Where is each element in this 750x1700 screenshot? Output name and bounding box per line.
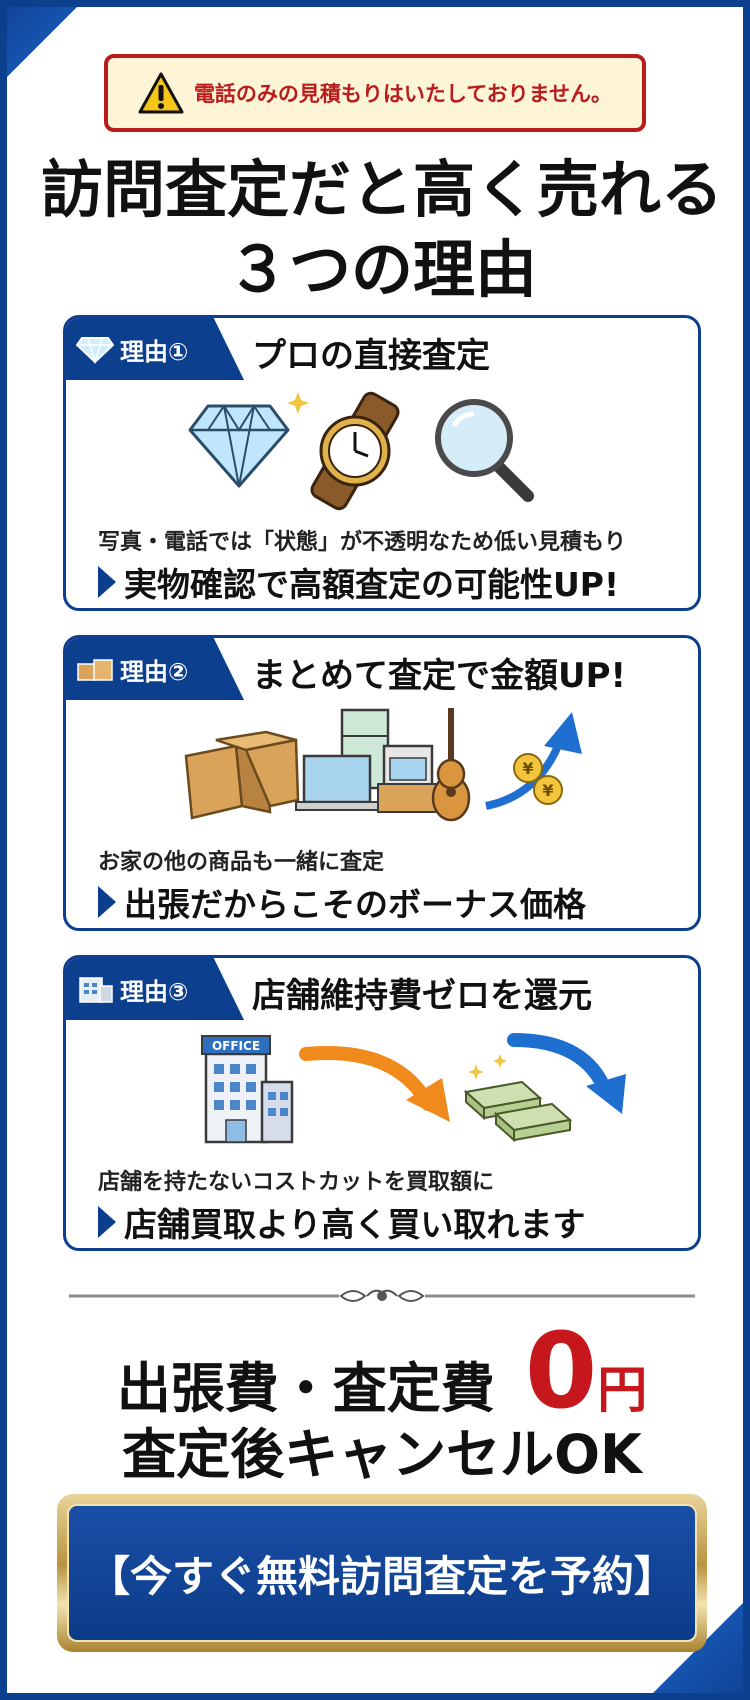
warning-text: 電話のみの見積もりはいたしておりません。 xyxy=(193,82,613,106)
triangle-bullet-icon xyxy=(98,566,116,598)
reason-subtext: 写真・電話では「状態」が不透明なため低い見積もり xyxy=(98,530,627,555)
diamond-icon xyxy=(188,392,309,488)
guitar-icon xyxy=(431,708,471,822)
cta-frame: 【今すぐ無料訪問査定を予約】 xyxy=(57,1494,707,1652)
triangle-bullet-icon xyxy=(98,886,116,918)
rising-yen-coins-icon: ¥ ¥ xyxy=(485,712,582,810)
reason-tab-3: 理由③ xyxy=(66,958,244,1020)
reason-main: 出張だからこそのボーナス価格 xyxy=(98,878,586,926)
svg-text:¥: ¥ xyxy=(542,781,553,800)
reason-tab-label: 理由③ xyxy=(120,977,189,1006)
book-free-appraisal-button[interactable]: 【今すぐ無料訪問査定を予約】 xyxy=(67,1504,697,1642)
office-sign-text: OFFICE xyxy=(212,1039,260,1053)
cash-bundles-icon xyxy=(463,1054,573,1143)
warning-triangle-icon xyxy=(138,72,184,114)
reason-tab-label: 理由② xyxy=(120,657,189,686)
cardboard-boxes-icon xyxy=(184,730,300,820)
magnifying-glass-icon xyxy=(435,399,534,502)
reason-illustration: ¥ ¥ xyxy=(184,708,582,822)
cancel-ok-text: 査定後キャンセルOK xyxy=(122,1423,642,1486)
reason-main: 店舗買取より高く買い取れます xyxy=(98,1198,585,1246)
headline-line-1: 訪問査定だと高く売れる xyxy=(40,153,723,226)
reason-main-text: 出張だからこそのボーナス価格 xyxy=(124,885,586,924)
reason-tab-1: 理由① xyxy=(66,318,244,380)
reason-card-2: 理由② まとめて査定で金額UP! xyxy=(63,635,701,931)
reason-tab-2: 理由② xyxy=(66,638,244,700)
svg-text:¥: ¥ xyxy=(522,759,533,778)
reason-subtext: 店舗を持たないコストカットを買取額に xyxy=(98,1170,495,1195)
headline: 訪問査定だと高く売れる ３つの理由 xyxy=(7,150,743,310)
triangle-bullet-icon xyxy=(98,1206,116,1238)
headline-line-2: ３つの理由 xyxy=(226,233,537,306)
office-building-icon: OFFICE xyxy=(201,1035,294,1144)
reason-tab-label: 理由① xyxy=(120,337,189,366)
wristwatch-icon xyxy=(310,391,400,511)
reason-main: 実物確認で高額査定の可能性UP! xyxy=(98,558,619,606)
reason-main-text: 店舗買取より高く買い取れます xyxy=(124,1205,586,1244)
reason-subtext: お家の他の商品も一緒に査定 xyxy=(98,850,385,875)
box-icon xyxy=(77,659,113,681)
reason-title: プロの直接査定 xyxy=(252,336,490,376)
blue-arrow-icon xyxy=(507,1033,626,1114)
fee-unit: 円 xyxy=(597,1361,648,1419)
diamond-icon xyxy=(76,337,114,364)
ornamental-divider xyxy=(69,1289,695,1302)
fee-line: 出張費・査定費 0円 xyxy=(7,1310,743,1432)
reason-title: まとめて査定で金額UP! xyxy=(252,656,627,696)
reason-illustration xyxy=(188,391,534,511)
appliances-icon xyxy=(295,708,439,813)
reason-card-3: 理由③ 店舗維持費ゼロを還元 OFFICE xyxy=(63,955,701,1251)
office-building-icon xyxy=(79,977,113,1003)
reason-card-1: 理由① プロの直接査定 写真・電話で xyxy=(63,315,701,611)
reason-title: 店舗維持費ゼロを還元 xyxy=(252,976,592,1016)
reason-illustration: OFFICE xyxy=(201,1033,626,1144)
fee-amount: 0 xyxy=(524,1310,598,1432)
orange-arrow-icon xyxy=(299,1046,450,1122)
reason-main-text: 実物確認で高額査定の可能性UP! xyxy=(124,565,620,604)
warning-notice: 電話のみの見積もりはいたしておりません。 xyxy=(104,54,646,132)
fee-label: 出張費・査定費 xyxy=(116,1357,495,1420)
